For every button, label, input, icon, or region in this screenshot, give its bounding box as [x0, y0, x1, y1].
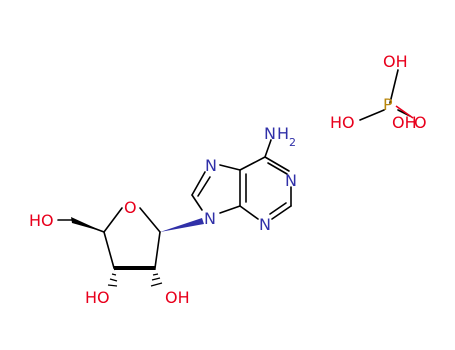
amine-n-label: N [264, 124, 276, 143]
bond-n9-c4 [219, 205, 241, 214]
bond-c5-c6 [239, 156, 266, 171]
n3-label: N [259, 215, 271, 234]
p-oh-right-label: OH [392, 113, 417, 132]
bond-c6-n1 [264, 156, 290, 172]
bond-p-o-double [395, 105, 414, 119]
n9-label: N [204, 209, 216, 228]
wedge-c4r-c5r [71, 217, 104, 232]
bond-c1-o4 [139, 207, 161, 233]
bond-n7-c8 [191, 171, 206, 196]
bonds [57, 69, 411, 269]
bond-p-oh-left [359, 109, 385, 121]
hash-c2r-oh [150, 268, 163, 287]
bond-n3-c4 [239, 205, 259, 220]
p-oh-left-label: HO [330, 113, 355, 132]
bond-c2-n3-double [269, 202, 287, 215]
bond-c8-n9 [191, 194, 203, 211]
ring-o-label: O [124, 198, 137, 217]
amine-subscript: 2 [289, 136, 296, 149]
p-oh-top-label: OH [383, 52, 408, 71]
p-label: P [383, 95, 393, 114]
ch2oh-label: HO [29, 211, 54, 230]
oh2-label: OH [165, 288, 190, 307]
bond-n7-c8-double [197, 176, 211, 197]
hash-c3r-oh [107, 267, 118, 287]
bond-o4-c4r [103, 207, 123, 233]
bond-p-oh-top [389, 69, 399, 104]
p-o-label: O [414, 113, 427, 132]
n1-label: N [285, 171, 297, 190]
amine-h-label: H [277, 124, 289, 143]
bond-c6-nh2 [264, 139, 272, 158]
bond-c6-n1-double [267, 162, 288, 175]
oh3-label: HO [85, 288, 110, 307]
bond-c2-n3 [271, 205, 292, 220]
bond-c3r-c4r [103, 231, 115, 269]
bond-c1-c2r [154, 231, 161, 269]
wedge-c1-n9 [160, 218, 204, 232]
n7-label: N [205, 156, 217, 175]
bond-c5-n7 [219, 164, 241, 171]
